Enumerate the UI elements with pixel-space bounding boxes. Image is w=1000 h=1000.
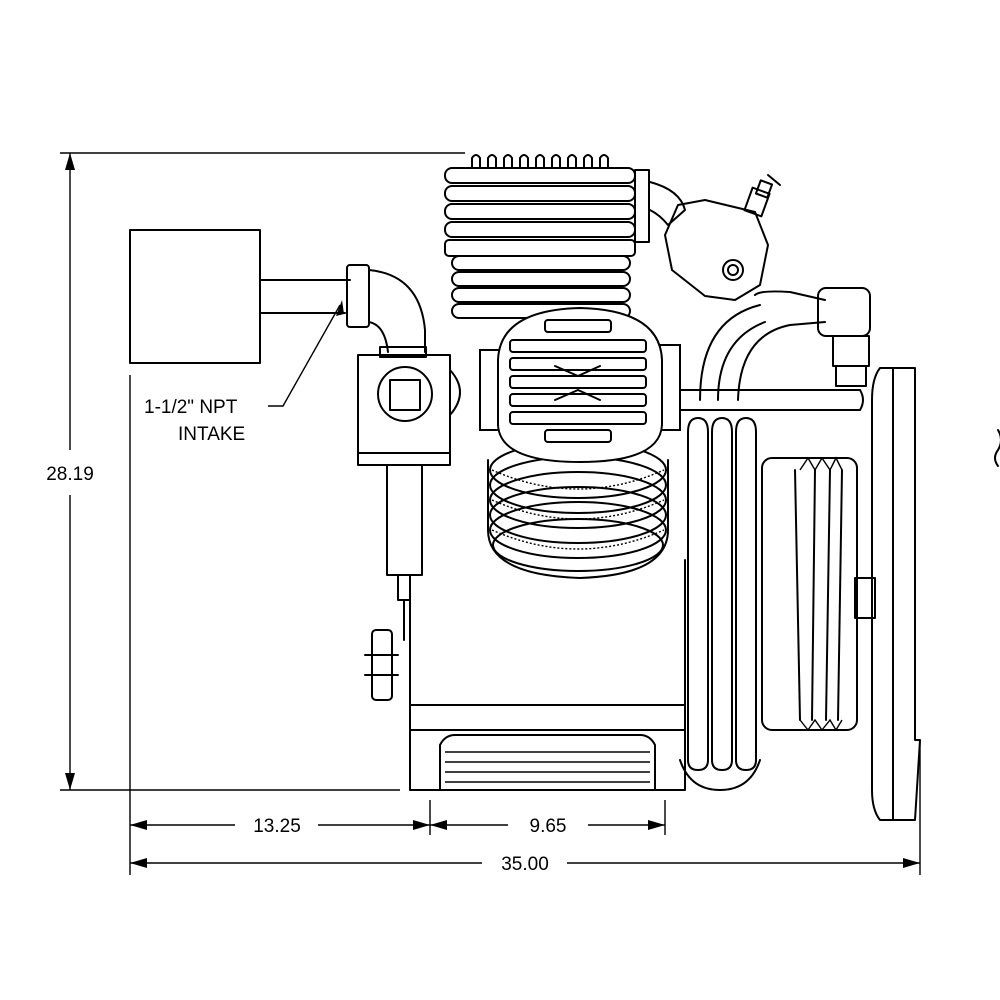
intake-elbow [346, 264, 427, 358]
edge-mark [994, 429, 1000, 467]
discharge-tubing [679, 287, 871, 411]
callout-line-1: 1-1/2" NPT [144, 397, 238, 418]
flywheel [871, 367, 921, 821]
callout-line-2: INTAKE [178, 424, 245, 445]
height-dimension-value: 28.19 [46, 464, 94, 485]
intercooler-coils [679, 417, 761, 791]
crankcase [409, 559, 686, 791]
discharge-valve [649, 174, 781, 301]
pulley [761, 456, 876, 732]
left-width-value: 13.25 [253, 816, 301, 837]
intake-callout: 1-1/2" NPT INTAKE [144, 300, 344, 445]
unloader-assembly [357, 354, 461, 701]
center-width-value: 9.65 [530, 816, 567, 837]
width-dimensions: 13.25 9.65 35.00 [129, 375, 921, 875]
height-dimension: 28.19 [46, 152, 465, 791]
air-filter [129, 229, 351, 364]
low-pressure-head [479, 306, 681, 464]
cylinder-head-top [444, 154, 650, 319]
total-width-value: 35.00 [501, 854, 549, 875]
low-pressure-cylinder [487, 441, 669, 579]
